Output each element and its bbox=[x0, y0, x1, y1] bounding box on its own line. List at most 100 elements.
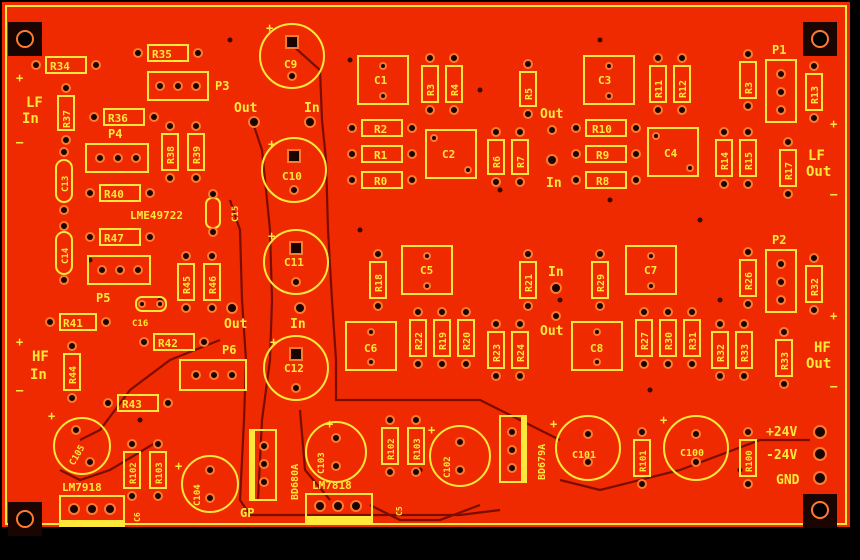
r33-label: R33 bbox=[780, 352, 791, 370]
plus-sign: + bbox=[16, 71, 23, 85]
r28-label: R26 bbox=[744, 272, 755, 290]
connector-p6: P6 bbox=[179, 343, 247, 391]
r30-label: R32 bbox=[716, 344, 727, 362]
capacitor-c7: C7 bbox=[625, 245, 677, 295]
r29-label: R27 bbox=[640, 332, 651, 350]
r34-label: R34 bbox=[50, 60, 70, 73]
r5-label: R5 bbox=[524, 88, 535, 100]
r17-label: R17 bbox=[784, 162, 795, 180]
resistor-r33: R33 bbox=[775, 327, 793, 389]
resistor-r18: R18 bbox=[369, 249, 387, 311]
mounting-holes bbox=[8, 22, 837, 536]
c14-label: C14 bbox=[61, 247, 71, 264]
resistor-r14: R14 bbox=[715, 127, 733, 189]
c5-label: C5 bbox=[420, 264, 433, 277]
minus-sign: – bbox=[16, 135, 24, 149]
capacitor-c4: C4 bbox=[647, 127, 699, 177]
test-point bbox=[551, 311, 561, 321]
resistor-r3: R3 bbox=[421, 53, 439, 115]
resistor-r30: R32 bbox=[711, 319, 729, 381]
c10-label: C10 bbox=[282, 170, 302, 183]
vias bbox=[87, 37, 743, 473]
lme49722-label: LME49722 bbox=[130, 209, 183, 222]
plus-sign: + bbox=[326, 417, 333, 431]
p1-label: P1 bbox=[772, 43, 786, 57]
r31-label: R33 bbox=[740, 344, 751, 362]
resistor-r36: R36 bbox=[89, 108, 159, 126]
resistor-r3-right: R3 bbox=[739, 49, 757, 111]
r20-label: R20 bbox=[462, 332, 473, 350]
r2-label: R2 bbox=[374, 123, 387, 136]
test-point bbox=[550, 282, 562, 294]
minus-sign: – bbox=[830, 187, 838, 201]
r44-label: R44 bbox=[68, 366, 79, 384]
board-outline bbox=[5, 5, 847, 525]
p5-label: P5 bbox=[96, 291, 110, 305]
capacitor-c16: C16 bbox=[132, 296, 167, 329]
r14-label: R14 bbox=[720, 152, 731, 170]
v-pos-label: +24V bbox=[766, 425, 797, 440]
hf-in-label-2: In bbox=[30, 367, 47, 383]
r8-label: R8 bbox=[596, 175, 609, 188]
r42-label: R42 bbox=[158, 337, 178, 350]
r15-label: R15 bbox=[744, 152, 755, 170]
r37-label: R37 bbox=[62, 110, 73, 128]
resistor-r9: R9 bbox=[571, 145, 641, 163]
resistor-r45: R45 bbox=[177, 251, 195, 313]
resistor-r41: R41 bbox=[45, 313, 111, 331]
connector-p5: P5 bbox=[87, 255, 151, 305]
plus-sign: + bbox=[268, 229, 275, 243]
resistor-r103: R103 bbox=[407, 415, 425, 477]
regulator-lm7818 bbox=[305, 493, 373, 523]
plus-sign: + bbox=[550, 417, 557, 431]
bd680a-label: BD680A bbox=[290, 464, 301, 500]
r7-label: R7 bbox=[516, 156, 527, 168]
resistor-r20: R20 bbox=[457, 307, 475, 369]
resistor-r6: R6 bbox=[487, 127, 505, 187]
c8-label: C8 bbox=[590, 342, 603, 355]
plus-sign: + bbox=[266, 21, 273, 35]
resistor-r12: R12 bbox=[673, 53, 691, 115]
resistor-r102: R102 bbox=[381, 415, 399, 477]
r19-label: R19 bbox=[438, 332, 449, 350]
r45-label: R45 bbox=[182, 276, 193, 294]
capacitor-c14: C14 bbox=[55, 221, 73, 285]
resistor-r5: R5 bbox=[519, 59, 537, 119]
c6-label: C6 bbox=[364, 342, 378, 355]
capacitor-c9: C9 bbox=[259, 23, 325, 89]
resistor-r2: R2 bbox=[347, 119, 417, 137]
r25-label: R29 bbox=[596, 274, 607, 292]
r40-label: R40 bbox=[104, 188, 124, 201]
transistor-bd679a: BD679A bbox=[499, 415, 548, 483]
r6-label: R6 bbox=[492, 156, 503, 168]
test-point bbox=[546, 154, 558, 166]
in-label-b: In bbox=[290, 317, 306, 332]
resistor-r42: R42 bbox=[139, 333, 209, 351]
test-point bbox=[547, 125, 557, 135]
capacitor-c1: C1 bbox=[357, 55, 409, 105]
c16-label: C16 bbox=[132, 319, 148, 329]
c104-label: C104 bbox=[193, 484, 203, 506]
lf-out-label-1: LF bbox=[808, 148, 825, 164]
hf-out-label-2: Out bbox=[806, 356, 831, 372]
resistor-r34: R34 bbox=[31, 56, 101, 74]
plus-sign: + bbox=[48, 409, 55, 423]
out-label-b: Out bbox=[224, 317, 247, 332]
plus-sign: + bbox=[268, 137, 275, 151]
p3-label: P3 bbox=[215, 79, 229, 93]
resistor-r25: R29 bbox=[591, 249, 609, 311]
r36-label: R36 bbox=[108, 112, 128, 125]
capacitor-c102: C102 bbox=[429, 425, 491, 487]
resistor-r1: R1 bbox=[347, 145, 417, 163]
resistor-r19: R19 bbox=[433, 307, 451, 369]
p4-label: P4 bbox=[108, 127, 122, 141]
hf-out-label-1: HF bbox=[814, 340, 831, 356]
r21-label: R21 bbox=[524, 274, 535, 292]
r35-label: R35 bbox=[152, 48, 172, 61]
resistor-r13: R13 bbox=[805, 61, 823, 123]
capacitor-c3: C3 bbox=[583, 55, 635, 105]
test-point bbox=[226, 302, 238, 314]
resistor-r46: R46 bbox=[203, 251, 221, 313]
resistor-r103-left: R103 bbox=[149, 439, 167, 501]
